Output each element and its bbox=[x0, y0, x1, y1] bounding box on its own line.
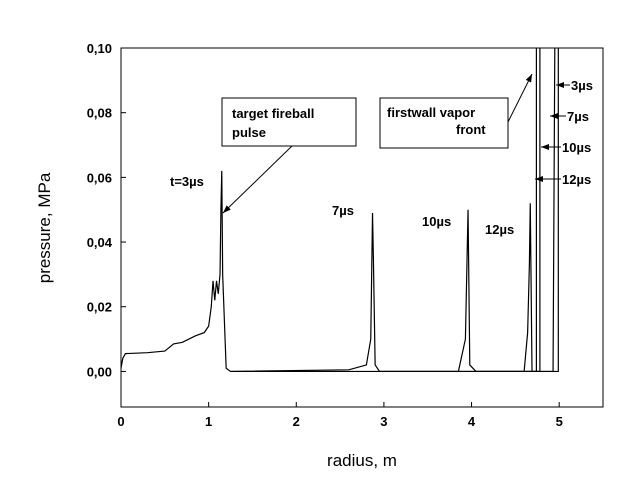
wall-box-line1: firstwall vapor bbox=[387, 105, 475, 120]
fireball-box-line2: pulse bbox=[232, 125, 266, 140]
fireball-annotation-box bbox=[221, 97, 357, 147]
y-tick-label: 0,02 bbox=[87, 300, 112, 315]
wall-arrow bbox=[507, 73, 533, 123]
x-tick-label: 3 bbox=[380, 414, 387, 429]
wall-label-12us: 12µs bbox=[562, 172, 591, 187]
x-tick-label: 2 bbox=[293, 414, 300, 429]
y-axis-label: pressure, MPa bbox=[35, 172, 54, 283]
y-tick-label: 0,00 bbox=[87, 364, 112, 379]
y-tick-label: 0,08 bbox=[87, 106, 112, 121]
fireball-arrow bbox=[222, 145, 293, 214]
peak-label-10us: 10µs bbox=[422, 214, 451, 229]
wall-label-3us: 3µs bbox=[571, 78, 593, 93]
series-line-12s bbox=[475, 48, 537, 373]
x-tick-label: 4 bbox=[468, 414, 476, 429]
plot-frame bbox=[120, 47, 604, 408]
peak-label-3us: t=3µs bbox=[170, 174, 204, 189]
peak-label-7us: 7µs bbox=[332, 203, 354, 218]
x-tick-label: 0 bbox=[117, 414, 124, 429]
series-line-10s bbox=[379, 48, 541, 373]
wall-annotation-box bbox=[379, 97, 509, 149]
fireball-box-line1: target fireball bbox=[232, 106, 314, 121]
y-tick-label: 0,10 bbox=[87, 41, 112, 56]
wall-label-10us: 10µs bbox=[562, 140, 591, 155]
x-tick-label: 5 bbox=[556, 414, 563, 429]
wall-box-line2: front bbox=[456, 122, 486, 137]
wall-label-7us: 7µs bbox=[567, 109, 589, 124]
y-tick-label: 0,06 bbox=[87, 170, 112, 185]
x-tick-label: 1 bbox=[205, 414, 212, 429]
x-axis-label: radius, m bbox=[327, 451, 397, 470]
series-line-3s bbox=[120, 48, 559, 373]
peak-label-12us: 12µs bbox=[485, 222, 514, 237]
y-tick-label: 0,04 bbox=[87, 235, 113, 250]
series-line-7s bbox=[230, 47, 556, 373]
